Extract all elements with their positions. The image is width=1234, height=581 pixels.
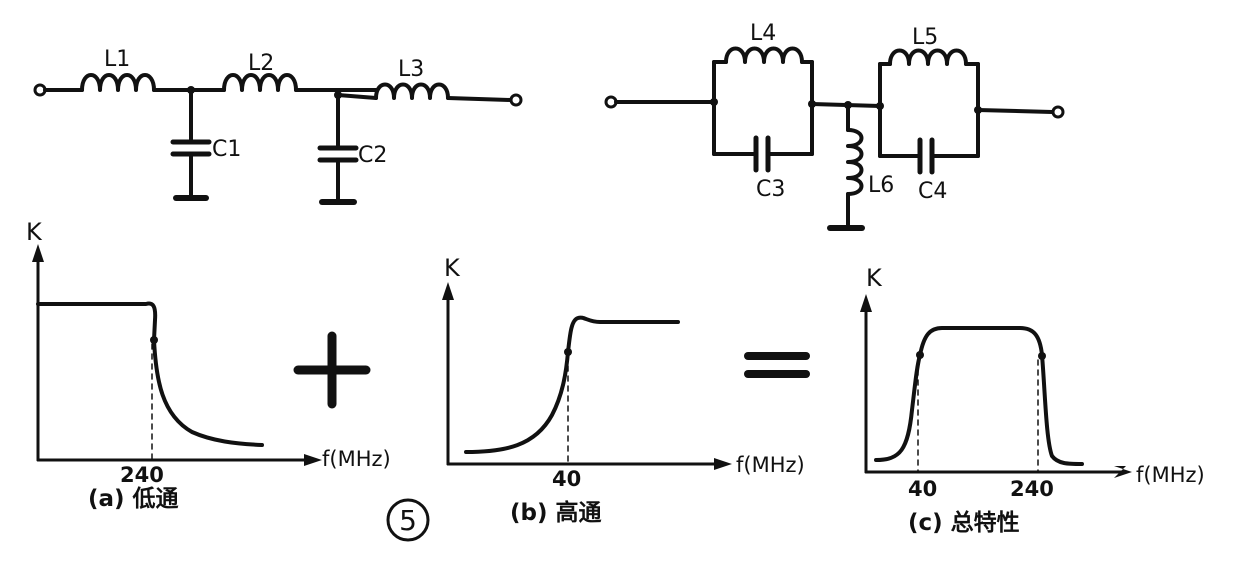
figure-number: 5 (386, 498, 430, 542)
inductor-l3 (374, 82, 450, 100)
y-axis-arrow (860, 294, 872, 312)
inductor-l6 (846, 128, 864, 196)
label-c4: C4 (918, 179, 947, 204)
plus-operator: + (293, 331, 371, 409)
caption-b: (b) 高通 (510, 499, 602, 526)
graph-lowpass: K 240 f(MHz) (a) 低通 (26, 218, 391, 512)
output-terminal (1051, 105, 1065, 119)
y-axis-label: K (444, 254, 461, 282)
caption-c: (c) 总特性 (908, 509, 1020, 536)
cutoff-point (564, 348, 572, 356)
figure-number-text: 5 (399, 504, 417, 537)
x-axis-label: f(MHz) (1136, 463, 1205, 487)
x-axis-arrow (304, 454, 322, 466)
x-axis-arrow (1114, 466, 1132, 478)
y-axis-arrow (32, 244, 44, 262)
upper-cutoff-point (1038, 352, 1046, 360)
label-l1: L1 (104, 47, 130, 72)
x-tick-40: 40 (552, 467, 581, 491)
inductor-l5 (888, 48, 968, 66)
x-tick-240: 240 (120, 463, 164, 487)
x-tick-40: 40 (908, 477, 937, 501)
bandpass-response-curve (874, 326, 1084, 466)
label-c3: C3 (756, 177, 785, 202)
figure-number-circle (386, 498, 430, 542)
label-l6: L6 (868, 173, 894, 198)
wire (446, 96, 512, 102)
inductor-l2 (222, 73, 298, 92)
y-axis-label: K (866, 264, 883, 292)
label-l4: L4 (750, 21, 776, 46)
wire (976, 108, 1054, 114)
graph-overall: K 40 240 f(MHz) (c) 总特性 (860, 264, 1205, 536)
lowpass-response-curve (36, 301, 264, 447)
label-l2: L2 (248, 51, 274, 76)
graph-highpass: K 40 f(MHz) (b) 高通 (442, 254, 805, 526)
y-axis-arrow (442, 282, 454, 300)
highpass-response-curve (464, 315, 680, 454)
lowpass-circuit: L1 L2 L3 C1 C2 (33, 47, 523, 205)
lower-cutoff-point (916, 351, 924, 359)
y-axis-label: K (26, 218, 43, 246)
x-tick-240: 240 (1010, 477, 1054, 501)
inductor-l4 (724, 46, 804, 64)
label-l5: L5 (912, 25, 938, 50)
x-axis-label: f(MHz) (322, 447, 391, 471)
highpass-circuit: L4 L5 L6 C3 C4 (604, 21, 1065, 231)
inductor-l1 (80, 73, 156, 92)
x-axis-arrow (714, 458, 732, 470)
caption-a: (a) 低通 (88, 486, 179, 512)
label-c1: C1 (212, 137, 241, 162)
wire (336, 93, 378, 100)
x-axis-label: f(MHz) (736, 453, 805, 477)
output-terminal (509, 93, 523, 107)
label-c2: C2 (358, 143, 387, 168)
cutoff-point (150, 336, 158, 344)
label-l3: L3 (398, 57, 424, 82)
equals-operator: = (744, 352, 810, 378)
